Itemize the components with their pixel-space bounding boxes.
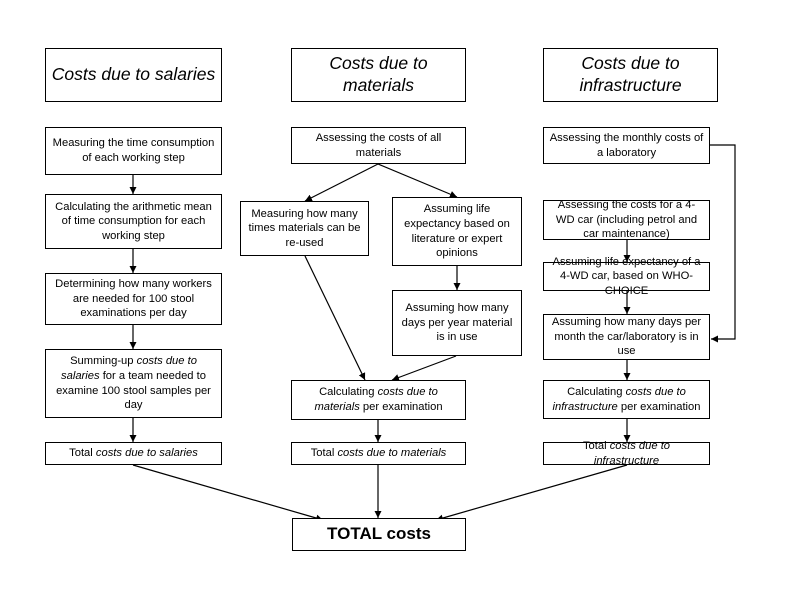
sum-salaries-em: costs due to salaries — [61, 355, 197, 382]
calc-materials-post: per examination — [359, 401, 443, 413]
total-salaries-em: costs due to salaries — [95, 447, 198, 460]
calc-materials-em: costs due to materials — [314, 386, 438, 413]
sum-salaries-pre: Summing-up — [70, 355, 137, 368]
arrow-sal-total — [132, 464, 324, 522]
step-sum-salaries: Summing-up costs due to salaries for a t… — [45, 349, 222, 418]
total-salaries: Total costs due to salaries — [45, 442, 222, 465]
step-measure-time: Measuring the time consumption of each w… — [45, 127, 222, 175]
arrow-inf-total — [435, 464, 628, 522]
step-life-expectancy-material: Assuming life expectancy based on litera… — [392, 197, 522, 266]
calc-infrastructure-pre: Calculating — [567, 385, 626, 398]
total-infrastructure: Total costs due to infrastructure — [543, 439, 710, 467]
step-calc-materials: Calculating costs due to materials per e… — [291, 380, 466, 420]
calc-infrastructure-em: costs due to infrastructure — [552, 385, 686, 413]
step-monthly-lab: Assessing the monthly costs of a laborat… — [543, 127, 710, 164]
calc-infrastructure-post: per examination — [617, 400, 701, 413]
arrow-mat-days-calc — [391, 355, 457, 381]
sum-salaries-post: for a team needed to examine 100 stool s… — [56, 369, 211, 412]
total-materials: Total costs due to materials — [291, 442, 466, 465]
header-materials: Costs due to materials — [291, 48, 466, 102]
total-infrastructure-pre: Total — [582, 439, 610, 452]
step-car-costs: Assessing the costs for a 4-WD car (incl… — [543, 199, 710, 240]
step-reuse: Measuring how many times materials can b… — [240, 201, 369, 256]
calc-materials-pre: Calculating — [319, 386, 378, 399]
total-infrastructure-em: costs due to infrastructure — [593, 439, 671, 467]
step-assess-materials: Assessing the costs of all materials — [291, 127, 466, 164]
total-costs: TOTAL costs — [292, 518, 466, 551]
step-days-per-year: Assuming how many days per year material… — [392, 290, 522, 356]
step-days-per-month: Assuming how many days per month the car… — [543, 314, 710, 360]
arrow-inf-monthly-days — [710, 144, 736, 343]
arrow-mat-assess-reuse — [304, 163, 379, 202]
step-workers: Determining how many workers are needed … — [45, 273, 222, 325]
step-calc-infrastructure: Calculating costs due to infrastructure … — [543, 380, 710, 419]
arrow-mat-assess-life — [377, 163, 458, 198]
arrow-mat-reuse-calc — [304, 255, 366, 381]
header-salaries: Costs due to salaries — [45, 48, 222, 102]
step-mean-time: Calculating the arithmetic mean of time … — [45, 194, 222, 249]
total-materials-em: costs due to materials — [337, 447, 447, 460]
step-car-life: Assuming life expectancy of a 4-WD car, … — [543, 256, 710, 297]
total-materials-pre: Total — [310, 447, 338, 460]
header-infrastructure: Costs due to infrastructure — [543, 48, 718, 102]
total-salaries-pre: Total — [69, 447, 96, 460]
